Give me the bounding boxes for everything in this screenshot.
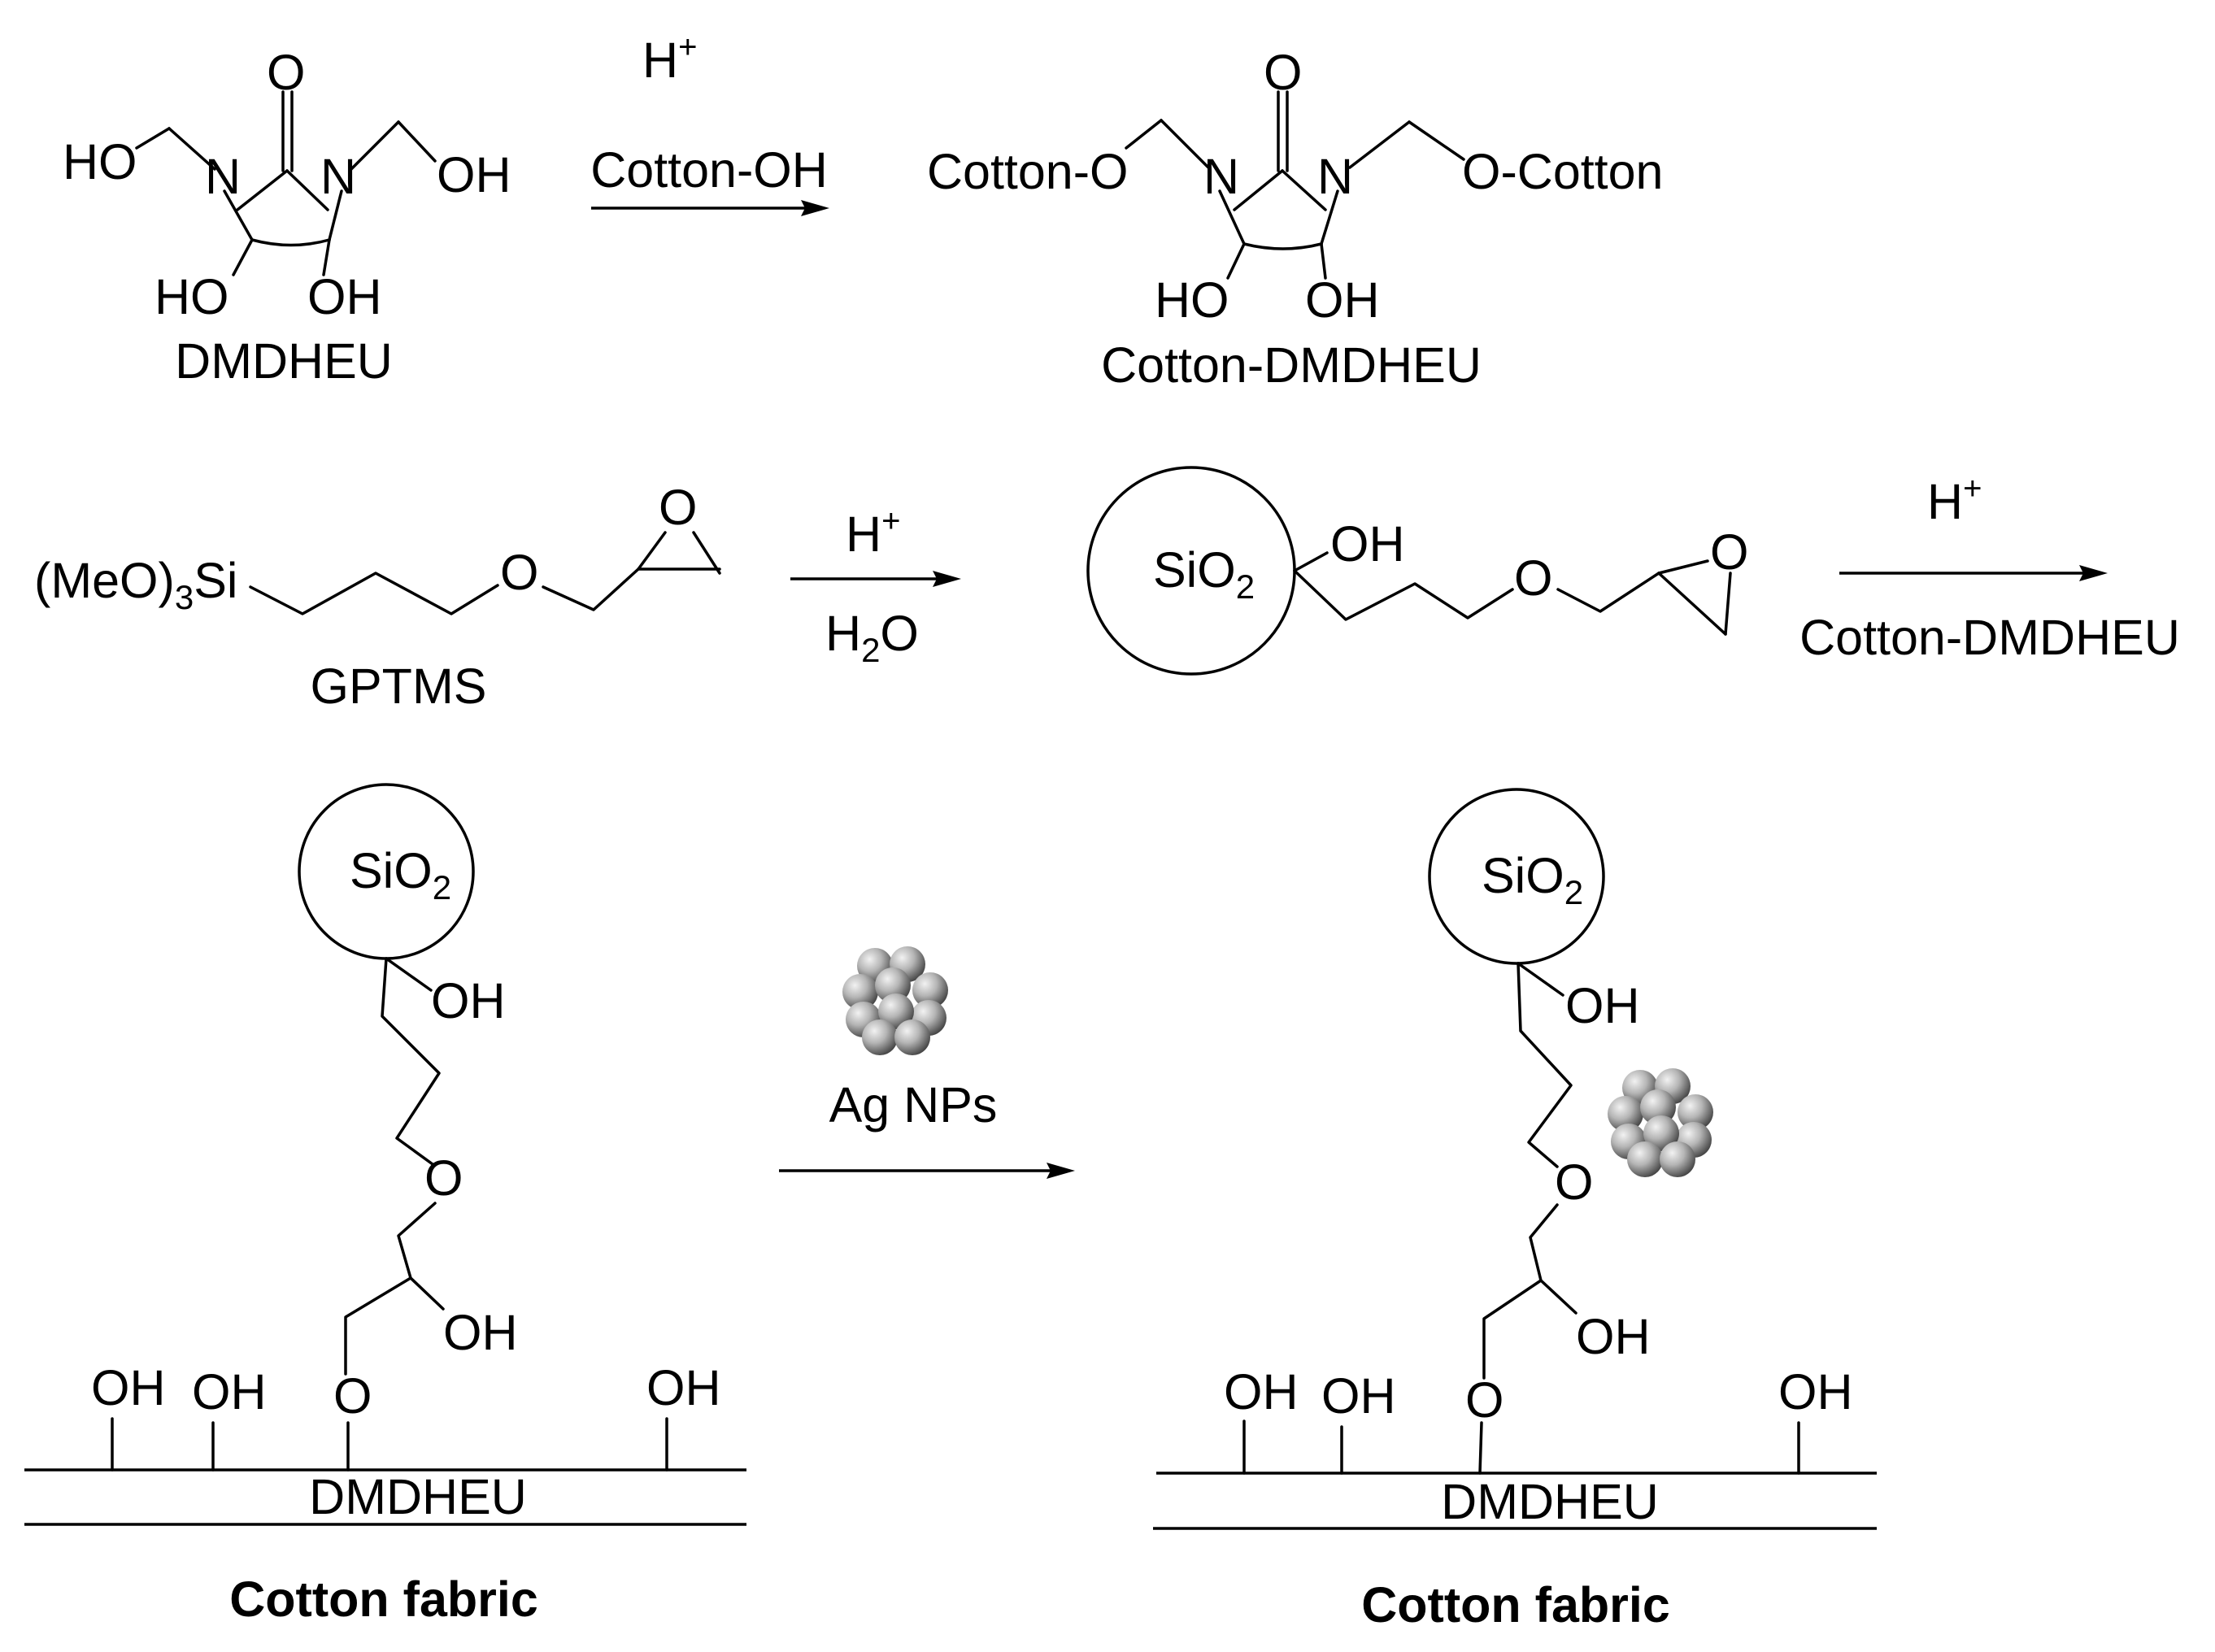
left-linker-chain [344, 957, 445, 1472]
dmdheu-structure [135, 90, 437, 276]
product-nitrogen-left: N [1203, 149, 1239, 204]
right-fabric-oh-3: OH [1778, 1364, 1853, 1419]
ring-ho: HO [154, 269, 229, 324]
row1-catalyst: H+ [642, 29, 697, 88]
product-ring-oh: OH [1305, 272, 1380, 328]
row3-arrow [779, 1163, 1075, 1179]
hydroxymethyl-ho: HO [63, 134, 137, 189]
right-ether-oxygen: O [1555, 1154, 1593, 1210]
chain-epoxide-oxygen: O [1710, 524, 1748, 580]
cotton-o-left: Cotton-O [927, 144, 1129, 199]
gptms-ether-oxygen: O [500, 545, 538, 600]
left-fabric-oh-1: OH [91, 1360, 166, 1415]
gptms-structure [249, 531, 721, 615]
right-dmdheu-layer: DMDHEU [1441, 1474, 1659, 1529]
right-fabric-oh-2: OH [1321, 1368, 1396, 1424]
row1-reagent: Cotton-OH [590, 142, 828, 198]
right-sio2-particle [1428, 788, 1605, 965]
right-secondary-oh: OH [1576, 1309, 1651, 1364]
left-cotton-fabric-label: Cotton fabric [229, 1572, 538, 1627]
left-fabric-surface [24, 1417, 746, 1526]
right-sio2-oh: OH [1565, 978, 1640, 1033]
product-ring-ho: HO [1155, 272, 1229, 328]
nitrogen-right: N [320, 149, 356, 204]
right-linker-chain [1478, 962, 1577, 1475]
chain-ether-oxygen: O [1514, 550, 1552, 606]
sio2-particle-label: SiO2 [1153, 542, 1255, 606]
left-sio2-label: SiO2 [350, 843, 451, 906]
right-fabric-surface [1153, 1419, 1877, 1530]
row2-arrow-2 [1839, 565, 2108, 581]
ag-nanoparticle-icon [842, 946, 948, 1055]
right-fabric-oh-1: OH [1224, 1364, 1299, 1419]
cotton-dmdheu-structure [1125, 90, 1465, 280]
left-secondary-oh: OH [443, 1305, 518, 1360]
row2-step1-catalyst: H+ [846, 503, 900, 562]
carbonyl-oxygen: O [267, 45, 305, 100]
row1-arrow [591, 200, 829, 216]
left-ether-oxygen: O [424, 1150, 463, 1206]
hydroxymethyl-oh: OH [437, 147, 511, 202]
ring-oh: OH [307, 269, 382, 324]
gptms-label: GPTMS [311, 659, 487, 714]
ag-nanoparticle-attached-icon [1608, 1068, 1713, 1177]
right-sio2-label: SiO2 [1482, 848, 1583, 911]
functionalized-chain [1293, 551, 1732, 636]
o-cotton-right: O-Cotton [1462, 144, 1664, 199]
left-anchor-oxygen: O [333, 1368, 372, 1424]
row2-arrow-1 [790, 571, 961, 587]
row2-step2-catalyst: H+ [1927, 471, 1982, 529]
right-cotton-fabric-label: Cotton fabric [1361, 1577, 1670, 1632]
product-carbonyl-oxygen: O [1264, 45, 1302, 100]
left-dmdheu-layer: DMDHEU [309, 1469, 527, 1524]
cotton-dmdheu-label: Cotton-DMDHEU [1101, 337, 1482, 393]
ag-nps-label: Ag NPs [829, 1077, 998, 1132]
nitrogen-left: N [205, 149, 241, 204]
left-sio2-oh: OH [431, 973, 506, 1028]
row2-step2-reagent: Cotton-DMDHEU [1799, 610, 2180, 665]
sio2-surface-oh: OH [1330, 516, 1405, 572]
right-anchor-oxygen: O [1465, 1372, 1504, 1428]
left-fabric-oh-3: OH [646, 1360, 721, 1415]
left-fabric-oh-2: OH [192, 1364, 267, 1419]
row2-step1-water: H2O [825, 606, 919, 669]
dmdheu-label: DMDHEU [175, 333, 393, 389]
gptms-epoxide-oxygen: O [659, 480, 697, 535]
product-nitrogen-right: N [1317, 149, 1353, 204]
silane-group: (MeO)3Si [34, 553, 237, 616]
